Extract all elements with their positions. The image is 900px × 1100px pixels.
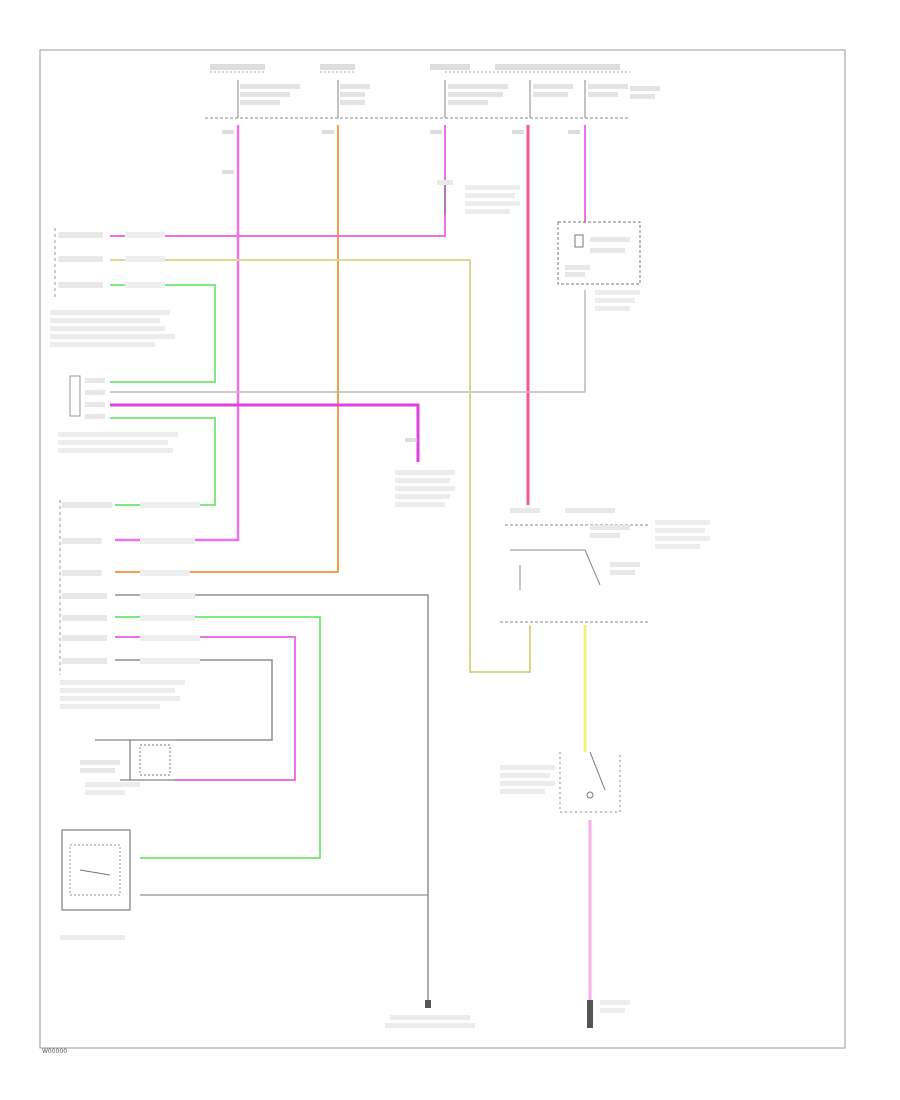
- connector-marks: [222, 130, 580, 507]
- brake-switch: [500, 751, 621, 813]
- selector-lever-module: [58, 375, 178, 453]
- footer-code: W00000: [42, 1048, 67, 1055]
- wire-pink-relay: [110, 125, 446, 237]
- wire-green-upper: [110, 284, 216, 383]
- wire-magenta: [110, 403, 420, 462]
- pink-relay-contact: [437, 180, 520, 215]
- diagram-frame: [39, 49, 846, 1049]
- fuse-block: [205, 64, 660, 119]
- body-control-module: [59, 500, 200, 709]
- wire-yellow-olive: [110, 259, 531, 673]
- wire-gray-relay: [110, 290, 586, 393]
- relay-component: [557, 221, 641, 311]
- wire-green-lower: [115, 616, 321, 859]
- ignition-switch: [500, 508, 710, 623]
- ground-left: [385, 1000, 475, 1028]
- ground-right: [587, 1000, 630, 1028]
- wire-green-middle: [110, 417, 216, 506]
- wire-pink-ignition: [115, 125, 240, 542]
- wire-gray-ground: [115, 594, 429, 1000]
- steering-column-switch: [80, 739, 175, 795]
- wire-pink-lower: [115, 636, 296, 781]
- seat-switch: [60, 829, 131, 940]
- powertrain-module: [50, 228, 175, 347]
